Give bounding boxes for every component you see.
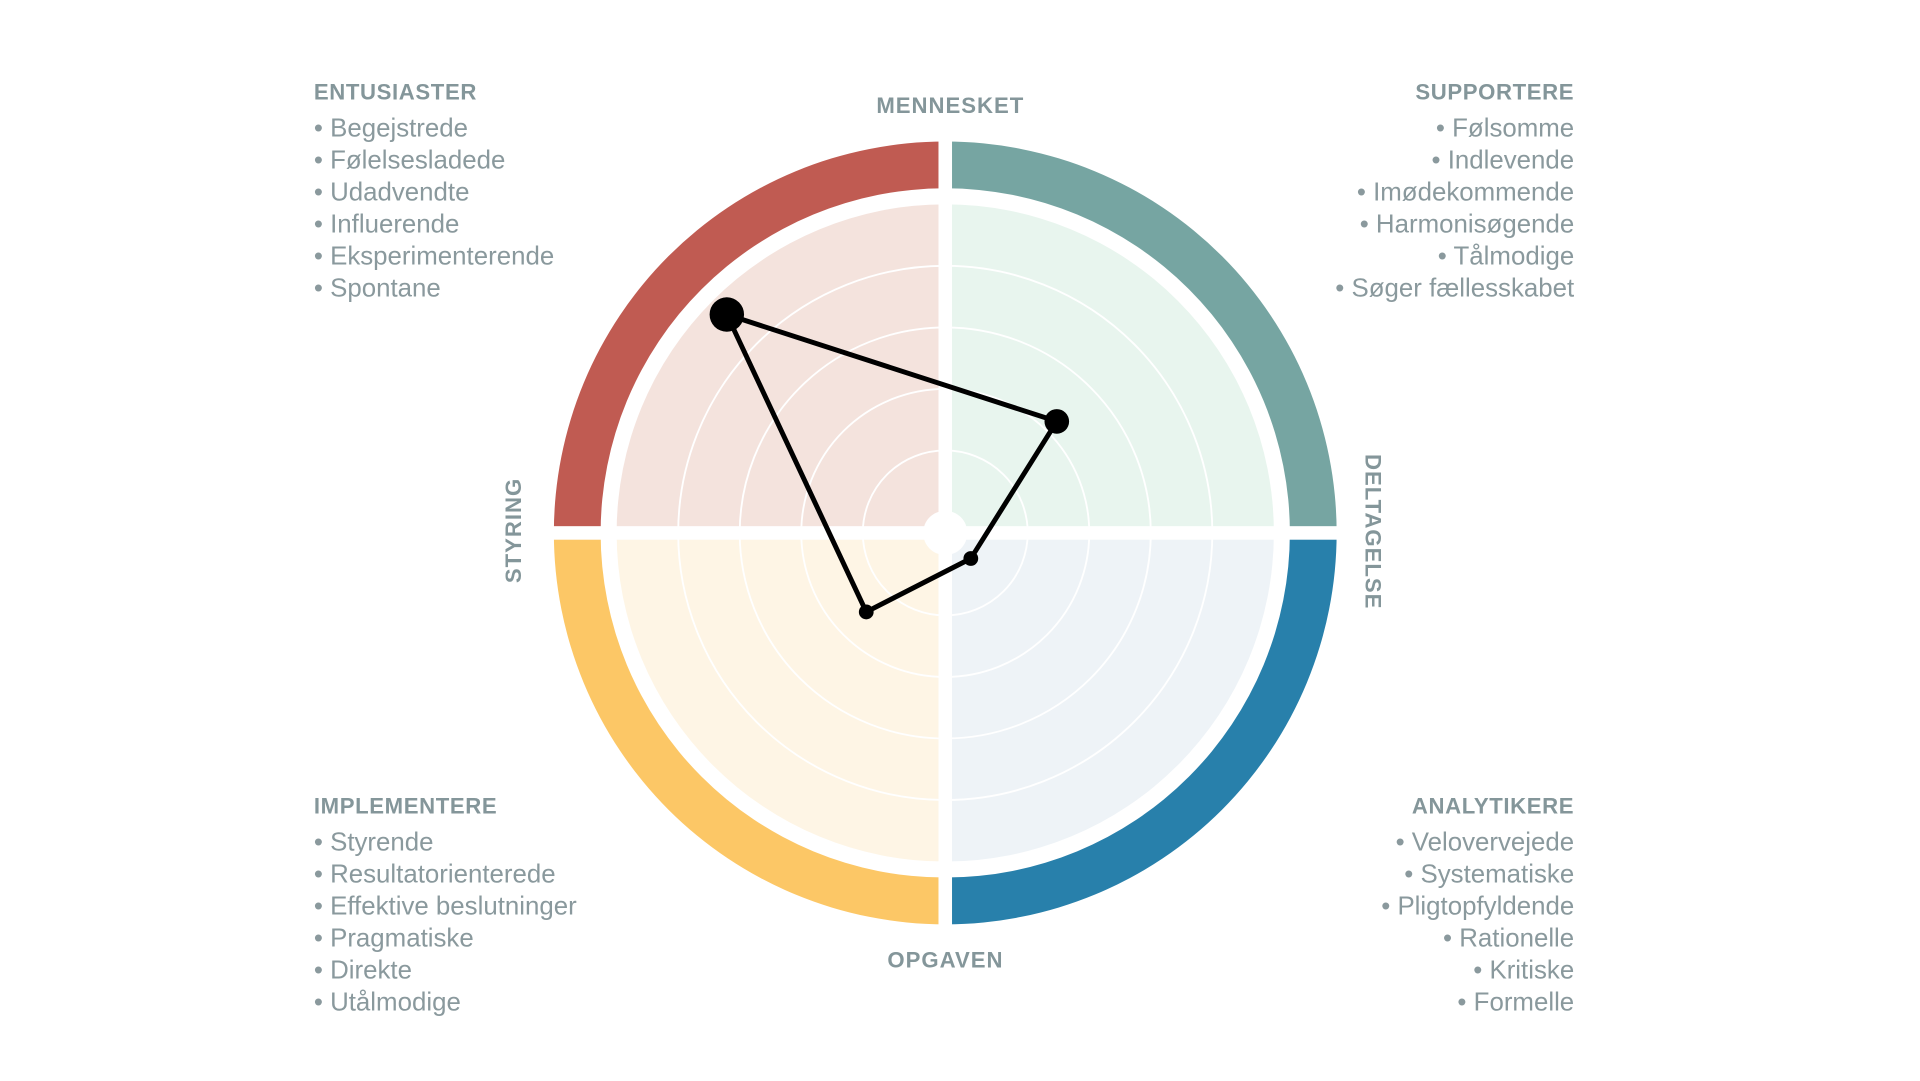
group-analytikere: ANALYTIKERE • Velovervejede • Systematisk… [1205, 794, 1574, 1019]
trait-item: • Eksperimenterende [313, 242, 555, 271]
trait-item: • Harmonisøgende [1359, 210, 1575, 239]
group-supportere: SUPPORTERE • Følsomme • Indlevende • Imøde… [1205, 80, 1574, 305]
axis-label-top: MENNESKET [876, 93, 1025, 119]
trait-item: • Begejstrede [313, 114, 469, 143]
trait-item: • Velovervejede [1395, 828, 1575, 857]
quadrant-fill-entusiaster [616, 204, 946, 533]
center-circle [923, 510, 968, 556]
group-title: SUPPORTERE [1415, 80, 1575, 105]
group-title: ANALYTIKERE [1411, 793, 1575, 819]
trait-item: • Influerende [313, 210, 460, 239]
axis-label-right: DELTAGELSE [1360, 453, 1386, 610]
trait-item: • Utålmodige [313, 988, 461, 1017]
trait-item: • Imødekommende [1356, 178, 1575, 207]
trait-item: • Indlevende [1431, 146, 1575, 175]
trait-item: • Spontane [313, 274, 441, 303]
trait-item: • Direkte [313, 956, 412, 985]
trait-list: • Velovervejede • Systematiske • Pligtopfy… [1205, 827, 1574, 1019]
trait-item: • Effektive beslutninger [313, 892, 577, 921]
trait-list: • Følsomme • Indlevende • Imødekommende • H… [1205, 113, 1574, 305]
ring-segment-entusiaster [553, 141, 946, 533]
group-implementere: IMPLEMENTERE • Styrende • Resultatoriente… [314, 794, 683, 1019]
trait-item: • Følsomme [1435, 114, 1575, 143]
trait-item: • Udadvendte [313, 178, 470, 207]
axis-label-left: STYRING [501, 477, 527, 584]
trait-item: • Pragmatiske [313, 924, 474, 953]
trait-item: • Pligtopfyldende [1381, 892, 1575, 921]
data-point-implementere [858, 604, 874, 620]
trait-item: • Systematiske [1404, 860, 1575, 889]
group-title: ENTUSIASTER [313, 80, 477, 105]
trait-item: • Følelsesladede [313, 146, 506, 175]
quadrant-fill-analytikere [945, 532, 1274, 862]
trait-item: • Rationelle [1442, 924, 1575, 953]
axis-label-bottom: OPGAVEN [887, 947, 1004, 973]
trait-item: • Styrende [313, 828, 434, 857]
data-point-supportere [1044, 409, 1070, 434]
trait-item: • Søger fællesskabet [1335, 274, 1575, 303]
data-point-entusiaster [709, 297, 745, 332]
trait-list: • Styrende • Resultatorienterede • Effekti… [314, 827, 683, 1019]
ring-segment-implementere [553, 532, 946, 925]
trait-list: • Begejstrede • Følelsesladede • Udadvendt… [314, 113, 683, 305]
ring-segment-supportere [945, 141, 1337, 533]
ring-segment-analytikere [945, 532, 1337, 925]
data-point-analytikere [963, 551, 979, 566]
quadrant-fill-supportere [945, 204, 1274, 533]
group-entusiaster: ENTUSIASTER • Begejstrede • Følelsesladed… [314, 80, 683, 305]
trait-item: • Formelle [1457, 988, 1575, 1017]
trait-item: • Kritiske [1473, 956, 1575, 985]
trait-item: • Tålmodige [1437, 242, 1575, 271]
trait-item: • Resultatorienterede [313, 860, 556, 889]
group-title: IMPLEMENTERE [313, 793, 498, 819]
